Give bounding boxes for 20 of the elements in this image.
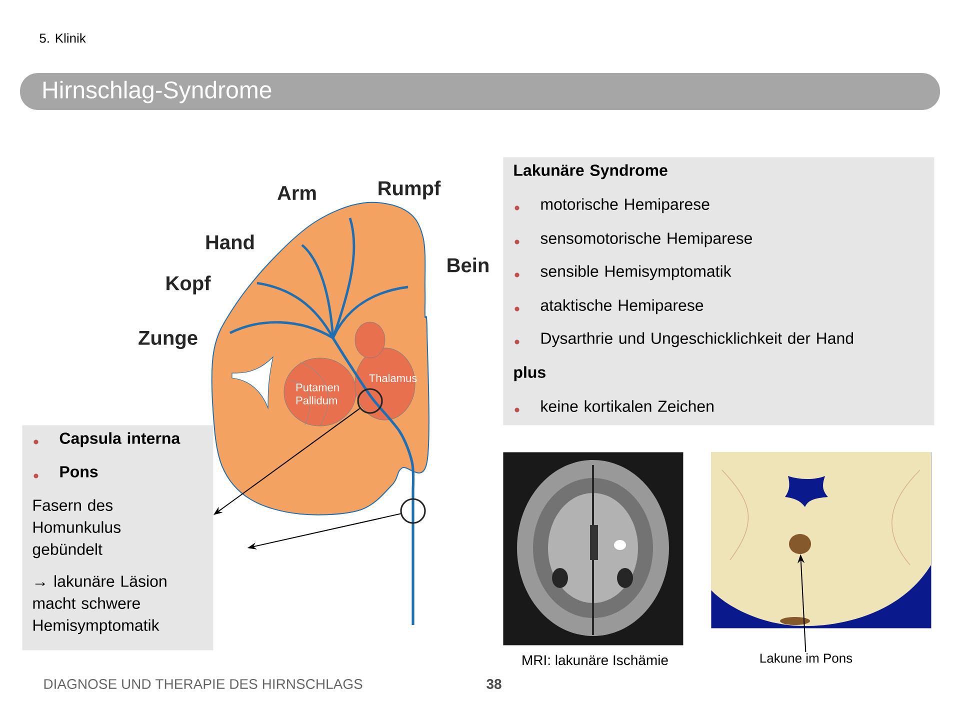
structure-label: Thalamus — [369, 374, 417, 382]
mri-drawing — [503, 452, 684, 646]
image-caption: MRI: lakunäre Ischämie — [522, 654, 668, 666]
text-box: Capsula interna Pons Fasern des Homunkulus gebündelt → lakunäre Läsion macht schwere Hemisymptomatik — [22, 425, 214, 650]
body-part-label: Hand — [206, 234, 254, 250]
pons-photo-drawing — [711, 452, 932, 628]
title-bar: Hirnschlag-Syndrome — [20, 73, 940, 110]
body-part-label: Zunge — [138, 331, 198, 349]
structure-label: Putamen Pallidum — [296, 384, 339, 404]
footer-text: DIAGNOSE UND THERAPIE DES HIRNSCHLAGS — [44, 679, 362, 689]
lesion-spot — [789, 534, 811, 554]
lesion-circle — [357, 388, 383, 414]
page-number: 38 — [486, 679, 502, 689]
body-part-label: Arm — [278, 186, 316, 200]
text-box: Lakunäre Syndrome motorische Hemiparese sensomotorische Hemiparese sensible Hemisymptomatik ataktische Hemiparese Dysarthrie und Ungeschicklichkeit der Hand plus keine kortikalen Zeichen — [503, 157, 934, 426]
section-label: 5. Klinik — [40, 33, 86, 43]
body-part-label: Rumpf — [378, 180, 441, 200]
body-part-label: Kopf — [166, 276, 211, 294]
lesion-circle — [400, 498, 426, 524]
image-caption: Lakune im Pons — [760, 653, 852, 663]
